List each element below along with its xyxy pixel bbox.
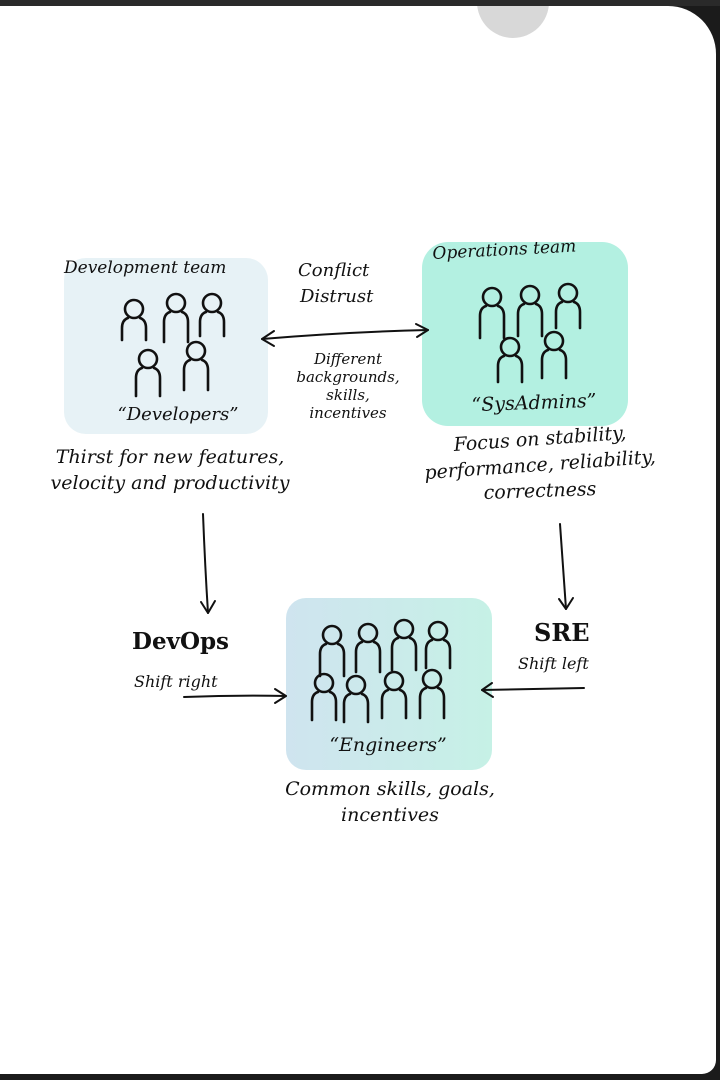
common-line-1: Common skills, goals,	[285, 778, 495, 800]
diagram-page: Development team “Developers” Operations…	[0, 6, 716, 1074]
shift-left-label: Shift left	[518, 654, 589, 673]
development-team-title: Development team	[64, 258, 227, 278]
ops-to-sre-arrow	[558, 523, 574, 610]
arrows-layer	[183, 323, 585, 704]
development-team-box	[64, 258, 268, 434]
engineers-people-icon	[310, 618, 452, 724]
different-label: Different	[313, 350, 383, 368]
incentives-label: incentives	[309, 404, 387, 422]
skills-label: skills,	[326, 386, 370, 404]
sre-label: SRE	[534, 618, 590, 647]
developers-people-icon	[120, 292, 226, 398]
developers-nickname: “Developers”	[117, 404, 239, 425]
devops-shift-right-arrow	[183, 688, 287, 704]
common-line-2: incentives	[341, 804, 439, 826]
dev-focus-line-1: Thirst for new features,	[55, 446, 285, 468]
engineers-team-box	[286, 598, 492, 770]
operations-team-box	[422, 242, 628, 426]
backgrounds-label: backgrounds,	[296, 368, 400, 386]
distrust-label: Distrust	[300, 286, 374, 307]
dev-focus-line-2: velocity and productivity	[50, 472, 290, 494]
shift-right-label: Shift right	[134, 672, 218, 691]
sysadmins-people-icon	[478, 282, 582, 384]
page-notch	[477, 6, 549, 38]
conflict-label: Conflict	[298, 260, 370, 281]
devops-label: DevOps	[132, 628, 230, 655]
conflict-double-arrow	[261, 323, 429, 347]
sre-shift-left-arrow	[481, 682, 585, 698]
top-frame-bar	[0, 0, 720, 6]
dev-to-devops-arrow	[200, 513, 216, 614]
engineers-nickname: “Engineers”	[329, 734, 447, 756]
